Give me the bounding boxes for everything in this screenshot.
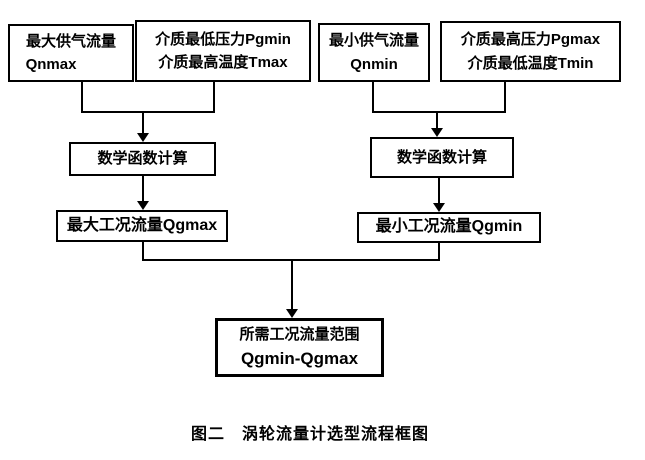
connector-line xyxy=(436,113,438,129)
arrowhead-down-icon xyxy=(137,201,149,210)
arrowhead-down-icon xyxy=(431,128,443,137)
figure-caption: 图二 涡轮流量计选型流程框图 xyxy=(190,426,429,443)
node-qnmin: 最小供气流量 Qnmin xyxy=(318,23,430,82)
connector-line xyxy=(81,82,83,113)
node-qnmax: 最大供气流量 Qnmax xyxy=(8,24,134,82)
node-qnmin-line2: Qnmin xyxy=(350,55,398,73)
node-result-line2: Qgmin-Qgmax xyxy=(240,348,359,368)
arrowhead-down-icon xyxy=(137,133,149,142)
node-calc-right-label: 数学函数计算 xyxy=(396,148,487,166)
connector-line xyxy=(142,113,144,134)
node-calc-right: 数学函数计算 xyxy=(370,137,514,178)
connector-line xyxy=(291,261,293,310)
connector-line xyxy=(213,82,215,113)
node-pgmax-tmin-line1: 介质最高压力Pgmax xyxy=(460,31,601,49)
arrowhead-down-icon xyxy=(433,203,445,212)
node-qgmin-label: 最小工况流量Qgmin xyxy=(375,218,523,236)
node-pgmax-tmin-line2: 介质最低温度Tmin xyxy=(467,54,594,72)
node-qgmin: 最小工况流量Qgmin xyxy=(357,212,541,243)
connector-line xyxy=(438,243,440,261)
connector-line xyxy=(81,111,215,113)
connector-line xyxy=(438,178,440,205)
node-pgmin-tmax-line2: 介质最高温度Tmax xyxy=(158,54,288,71)
connector-line xyxy=(142,242,144,261)
node-calc-left: 数学函数计算 xyxy=(69,142,216,176)
node-result-line1: 所需工况流量范围 xyxy=(239,325,360,343)
connector-line xyxy=(504,82,506,113)
node-pgmin-tmax: 介质最低压力Pgmin 介质最高温度Tmax xyxy=(135,20,311,82)
node-result: 所需工况流量范围 Qgmin-Qgmax xyxy=(215,318,384,377)
arrowhead-down-icon xyxy=(286,309,298,318)
connector-line xyxy=(142,259,440,261)
node-qgmax: 最大工况流量Qgmax xyxy=(56,210,228,242)
node-calc-left-label: 数学函数计算 xyxy=(97,150,188,168)
node-pgmin-tmax-line1: 介质最低压力Pgmin xyxy=(155,30,291,48)
node-qnmin-line1: 最小供气流量 xyxy=(328,32,419,50)
node-qnmax-line1: 最大供气流量 xyxy=(25,32,116,50)
node-qnmax-line2: Qnmax xyxy=(25,56,77,73)
connector-line xyxy=(372,111,506,113)
connector-line xyxy=(372,82,374,113)
node-pgmax-tmin: 介质最高压力Pgmax 介质最低温度Tmin xyxy=(440,21,621,82)
node-qgmax-label: 最大工况流量Qgmax xyxy=(66,216,218,234)
connector-line xyxy=(142,176,144,202)
